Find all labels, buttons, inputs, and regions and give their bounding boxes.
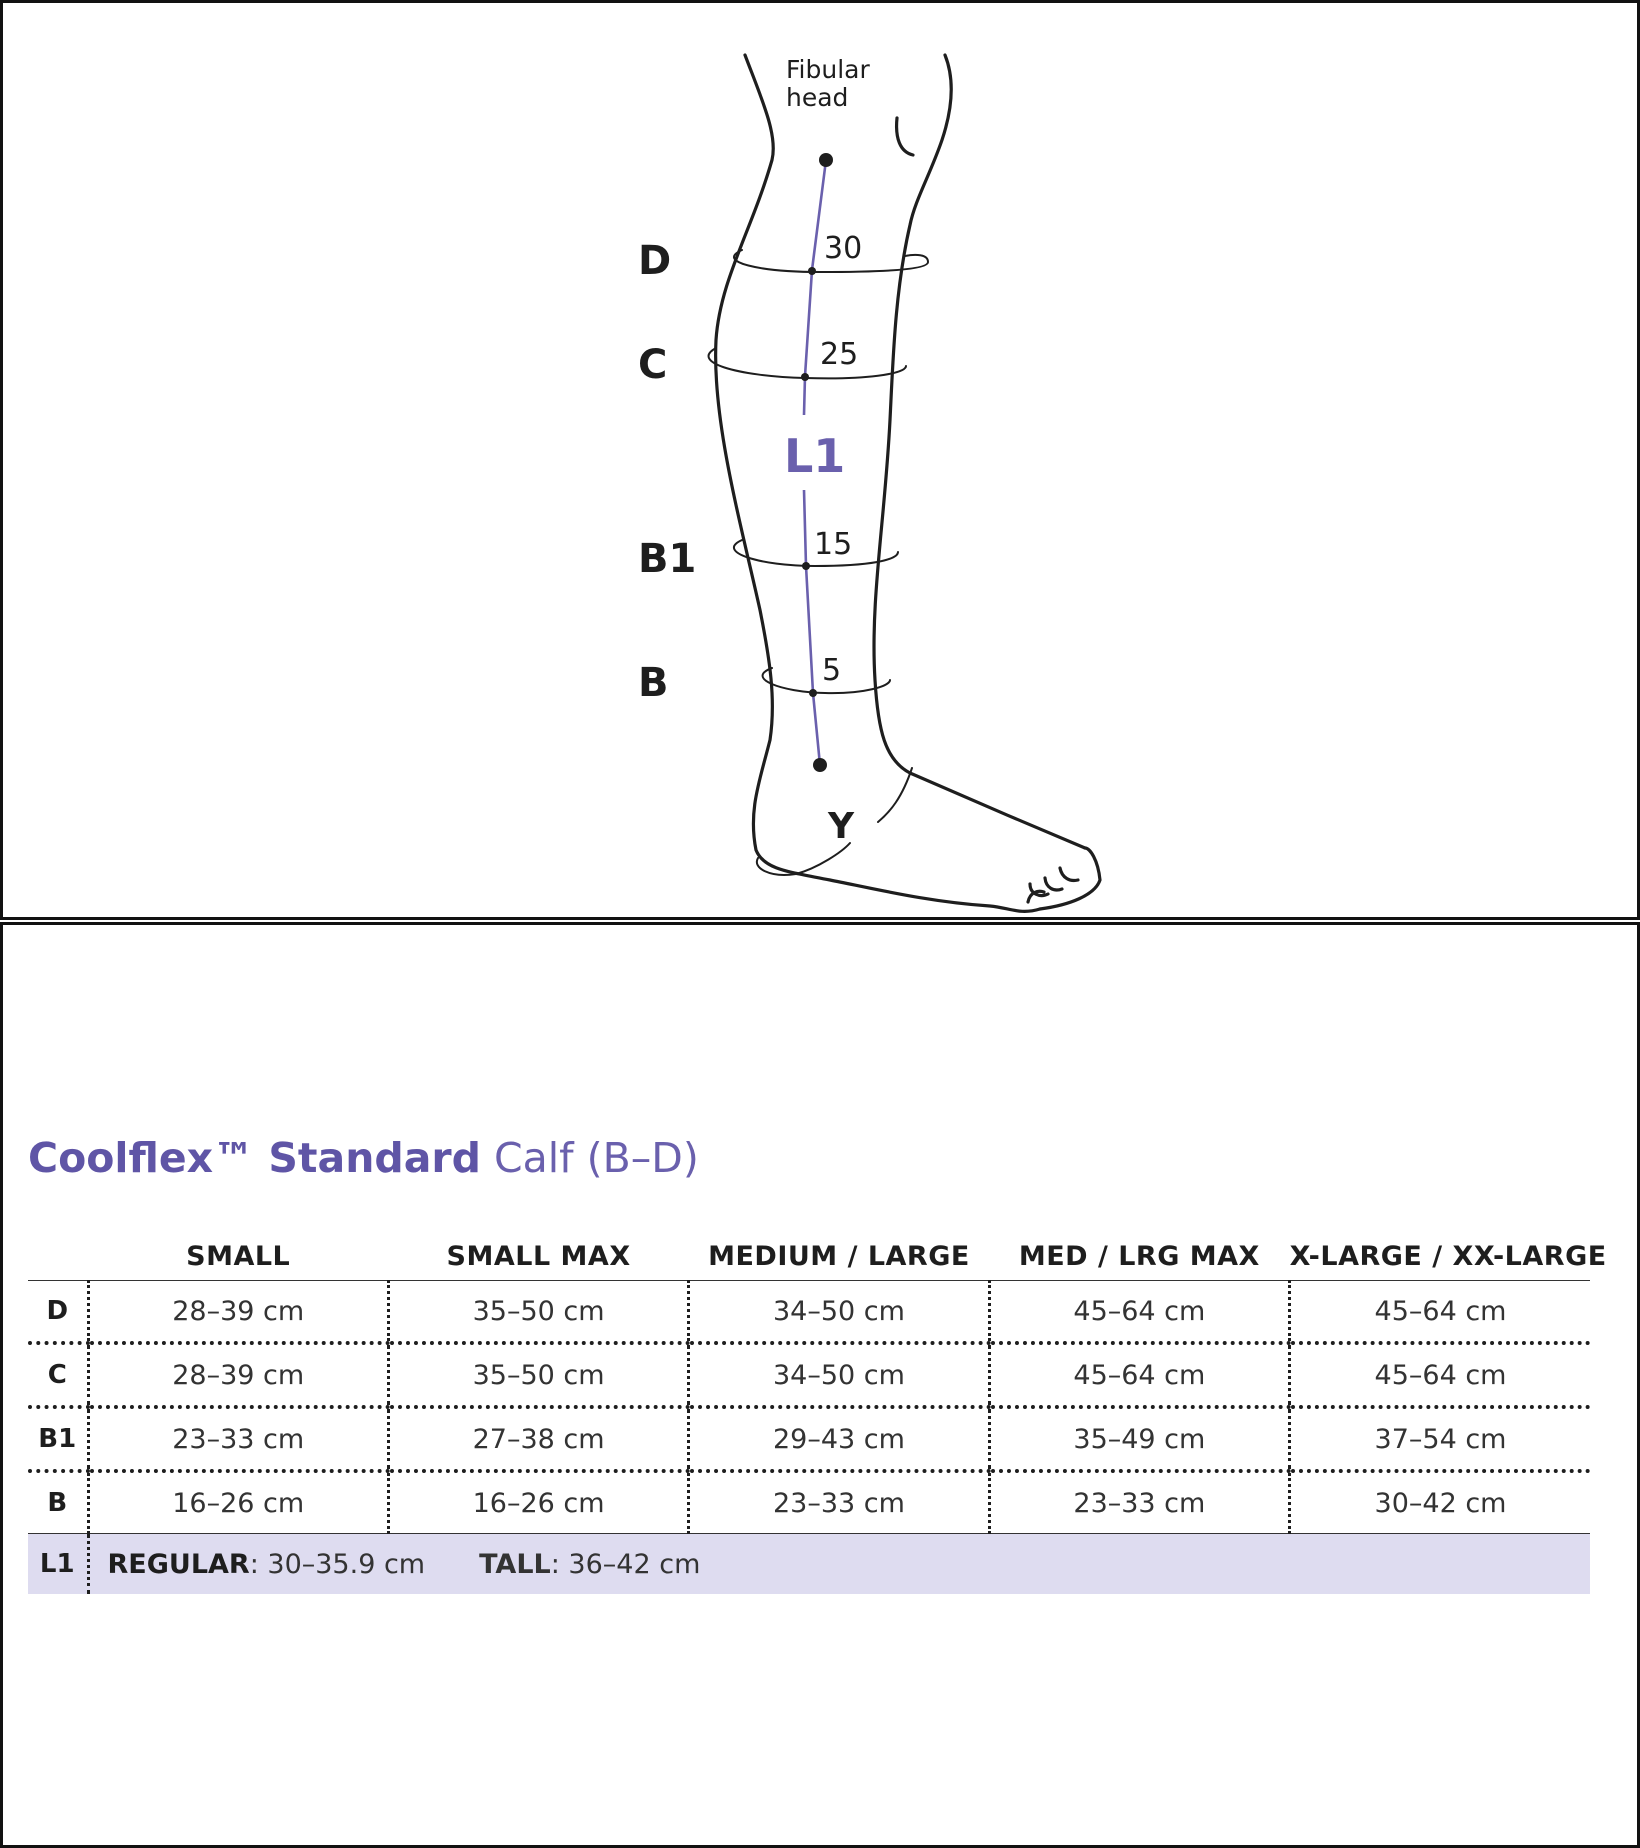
b-point <box>809 689 817 697</box>
l1-label: L1 <box>784 429 845 483</box>
table-cell: 28–39 cm <box>88 1343 390 1409</box>
row-label: D <box>28 1280 90 1345</box>
l1-line-lower <box>802 489 822 766</box>
table-cell: 30–42 cm <box>1289 1471 1590 1534</box>
level-label-d: D <box>638 238 671 284</box>
l1-regular-label: REGULAR <box>107 1548 250 1580</box>
level-label-b1: B1 <box>638 536 696 582</box>
table-row: C 28–39 cm 35–50 cm 34–50 cm 45–64 cm 45… <box>28 1343 1590 1409</box>
table-cell: 37–54 cm <box>1289 1407 1590 1473</box>
leg-back-outline <box>714 53 1042 913</box>
row-label: L1 <box>28 1533 90 1594</box>
fibular-label-line2: head <box>786 83 848 112</box>
foot-toes-outline <box>1026 846 1102 911</box>
table-cell: 35–49 cm <box>989 1407 1292 1473</box>
b1-point <box>802 562 810 570</box>
table-row: D 28–39 cm 35–50 cm 34–50 cm 45–64 cm 45… <box>28 1280 1590 1345</box>
table-cell: 45–64 cm <box>1289 1343 1590 1409</box>
l1-length-cell: REGULAR: 30–35.9 cm TALL: 36–42 cm <box>88 1533 1590 1594</box>
l1-tall-value: : 36–42 cm <box>550 1548 701 1580</box>
corner-cell <box>28 1220 88 1281</box>
header-row: SMALL SMALL MAX MEDIUM / LARGE MED / LRG… <box>28 1220 1606 1281</box>
level-cm-b: 5 <box>822 653 841 688</box>
table-row: B1 23–33 cm 27–38 cm 29–43 cm 35–49 cm 3… <box>28 1407 1590 1473</box>
table-cell: 35–50 cm <box>388 1280 691 1345</box>
l1-tall-label: TALL <box>479 1548 551 1580</box>
ankle-point <box>813 758 827 772</box>
table-cell: 23–33 cm <box>989 1471 1292 1534</box>
size-table: SMALL SMALL MAX MEDIUM / LARGE MED / LRG… <box>28 1220 1606 1594</box>
ring-b <box>761 667 891 695</box>
ring-y <box>755 767 913 876</box>
chart-title: Coolflex™ Standard Calf (B–D) <box>28 1134 699 1182</box>
table-cell: 28–39 cm <box>88 1280 390 1345</box>
title-brand: Coolflex™ Standard <box>28 1134 481 1182</box>
fibular-label-line1: Fibular <box>786 55 870 84</box>
ring-b1 <box>733 539 899 568</box>
row-label: B <box>28 1471 90 1534</box>
table-cell: 34–50 cm <box>688 1343 991 1409</box>
leg-front-outline <box>872 53 1087 850</box>
l1-length-row: L1 REGULAR: 30–35.9 cm TALL: 36–42 cm <box>28 1533 1590 1594</box>
table-cell: 45–64 cm <box>1289 1280 1590 1345</box>
column-header: MEDIUM / LARGE <box>688 1220 990 1281</box>
row-label: B1 <box>28 1407 90 1473</box>
ring-d <box>733 249 930 274</box>
table-row: B 16–26 cm 16–26 cm 23–33 cm 23–33 cm 30… <box>28 1471 1590 1534</box>
table-cell: 34–50 cm <box>688 1280 991 1345</box>
table-cell: 29–43 cm <box>688 1407 991 1473</box>
c-point <box>801 373 809 381</box>
level-cm-d: 30 <box>824 231 862 266</box>
l1-regular: REGULAR: 30–35.9 cm <box>90 1549 426 1580</box>
level-cm-b1: 15 <box>814 527 852 562</box>
table-cell: 27–38 cm <box>388 1407 691 1473</box>
leg-measurement-diagram: Fibular head D 30 C 25 L1 B1 15 B 5 Y <box>638 53 1102 913</box>
level-label-b: B <box>638 660 669 706</box>
level-label-c: C <box>638 342 667 388</box>
table-cell: 45–64 cm <box>989 1280 1292 1345</box>
level-label-y: Y <box>827 806 855 847</box>
column-header: SMALL <box>88 1220 389 1281</box>
l1-regular-value: : 30–35.9 cm <box>249 1548 426 1580</box>
knee-crease <box>894 116 915 157</box>
level-cm-c: 25 <box>820 337 858 372</box>
column-header: SMALL MAX <box>388 1220 689 1281</box>
table-cell: 23–33 cm <box>688 1471 991 1534</box>
l1-line-upper <box>802 159 828 416</box>
fibular-head-point <box>819 153 833 167</box>
l1-tall: TALL: 36–42 cm <box>479 1549 700 1580</box>
table-cell: 23–33 cm <box>88 1407 390 1473</box>
d-point <box>808 267 816 275</box>
table-cell: 16–26 cm <box>88 1471 390 1534</box>
table-cell: 45–64 cm <box>989 1343 1292 1409</box>
table-cell: 16–26 cm <box>388 1471 691 1534</box>
table-cell: 35–50 cm <box>388 1343 691 1409</box>
title-product: Calf (B–D) <box>494 1134 699 1182</box>
column-header: X-LARGE / XX-LARGE <box>1289 1220 1606 1281</box>
column-header: MED / LRG MAX <box>989 1220 1290 1281</box>
row-label: C <box>28 1343 90 1409</box>
